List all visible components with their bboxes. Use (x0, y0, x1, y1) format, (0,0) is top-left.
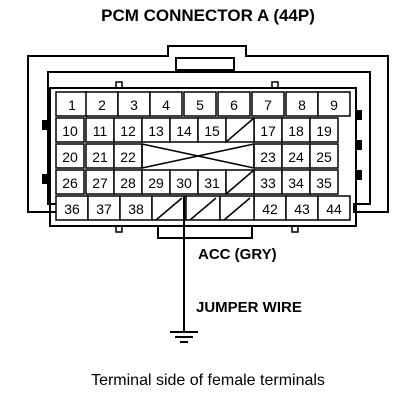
side-tab-left-2 (42, 174, 48, 184)
connector-latch (175, 57, 235, 71)
terminal-cell (309, 169, 339, 195)
terminal-number: 8 (298, 97, 306, 113)
terminal-number: 44 (326, 201, 342, 217)
terminal-number: 13 (148, 123, 164, 139)
terminal-number: 20 (62, 149, 78, 165)
terminal-cell (55, 117, 85, 143)
terminal-cell (119, 195, 153, 221)
diagram-caption: Terminal side of female terminals (91, 372, 325, 389)
terminal-number: 23 (260, 149, 276, 165)
terminal-cell-blank (185, 195, 221, 221)
terminal-cell (217, 91, 251, 117)
terminal-number: 26 (62, 175, 78, 191)
terminal-cell (55, 195, 89, 221)
acc-wire-label: ACC (GRY) (198, 246, 277, 263)
terminal-cell (113, 169, 143, 195)
tick-bottom-1 (115, 225, 123, 233)
terminal-cell (309, 117, 339, 143)
terminal-cell (285, 195, 319, 221)
tick-bottom-2 (291, 225, 299, 233)
terminal-number: 37 (96, 201, 112, 217)
blank-cell-diagonal (225, 169, 255, 195)
side-tab-right-2 (356, 140, 362, 150)
terminal-cell (85, 143, 115, 169)
terminal-number: 21 (92, 149, 108, 165)
empty-region-cross (141, 143, 255, 169)
terminal-number: 10 (62, 123, 78, 139)
terminal-number: 3 (130, 97, 138, 113)
connector-body (49, 87, 357, 227)
terminal-number: 28 (120, 175, 136, 191)
terminal-cell (87, 195, 121, 221)
terminal-number: 30 (176, 175, 192, 191)
blank-cell-diagonal (189, 197, 217, 221)
terminal-number: 38 (128, 201, 144, 217)
terminal-number: 18 (288, 123, 304, 139)
terminal-cell (169, 169, 199, 195)
terminal-number: 14 (176, 123, 192, 139)
terminal-cell (113, 143, 143, 169)
terminal-cell (317, 195, 351, 221)
terminal-number: 34 (288, 175, 304, 191)
terminal-number: 7 (264, 97, 272, 113)
terminal-cell (317, 91, 351, 117)
terminal-cell (309, 143, 339, 169)
diagram-title: PCM CONNECTOR A (44P) (101, 6, 315, 25)
terminal-number: 36 (64, 201, 80, 217)
terminal-number: 29 (148, 175, 164, 191)
terminal-number: 5 (196, 97, 204, 113)
terminal-number: 43 (294, 201, 310, 217)
blank-cell-diagonal (155, 197, 183, 221)
tick-top-1 (115, 81, 123, 89)
connector-key (157, 226, 253, 239)
terminal-number: 11 (93, 123, 108, 139)
terminal-number: 15 (204, 123, 220, 139)
terminal-cell (281, 117, 311, 143)
tick-top-2 (271, 81, 279, 89)
terminal-cell (55, 169, 85, 195)
terminal-cell (197, 117, 227, 143)
jumper-wire-label: JUMPER WIRE (196, 299, 302, 316)
side-tab-right-3 (356, 170, 362, 180)
terminal-number: 17 (260, 123, 276, 139)
terminal-cell (183, 91, 217, 117)
terminal-number: 27 (92, 175, 108, 191)
terminal-number: 4 (162, 97, 170, 113)
terminal-number: 12 (120, 123, 136, 139)
terminal-number: 22 (120, 149, 136, 165)
terminal-number: 35 (316, 175, 332, 191)
terminal-number: 1 (68, 97, 76, 113)
terminal-number: 33 (260, 175, 276, 191)
terminal-cell (55, 143, 85, 169)
side-tab-right-1 (356, 110, 362, 120)
terminal-cell (141, 169, 171, 195)
blank-cell-diagonal (223, 197, 251, 221)
terminal-number: 25 (316, 149, 332, 165)
terminal-cell (251, 91, 285, 117)
terminal-cell (85, 91, 119, 117)
ground-icon (170, 331, 198, 343)
side-tab-left-1 (42, 120, 48, 130)
terminal-number: 42 (262, 201, 278, 217)
terminal-number: 6 (230, 97, 238, 113)
terminal-number: 19 (316, 123, 332, 139)
terminal-number: 9 (330, 97, 338, 113)
terminal-number: 24 (288, 149, 304, 165)
terminal-number: 2 (98, 97, 106, 113)
blank-cell-diagonal (225, 117, 255, 143)
terminal-cell (253, 143, 283, 169)
terminal-cell (149, 91, 183, 117)
terminal-number: 31 (204, 175, 220, 191)
